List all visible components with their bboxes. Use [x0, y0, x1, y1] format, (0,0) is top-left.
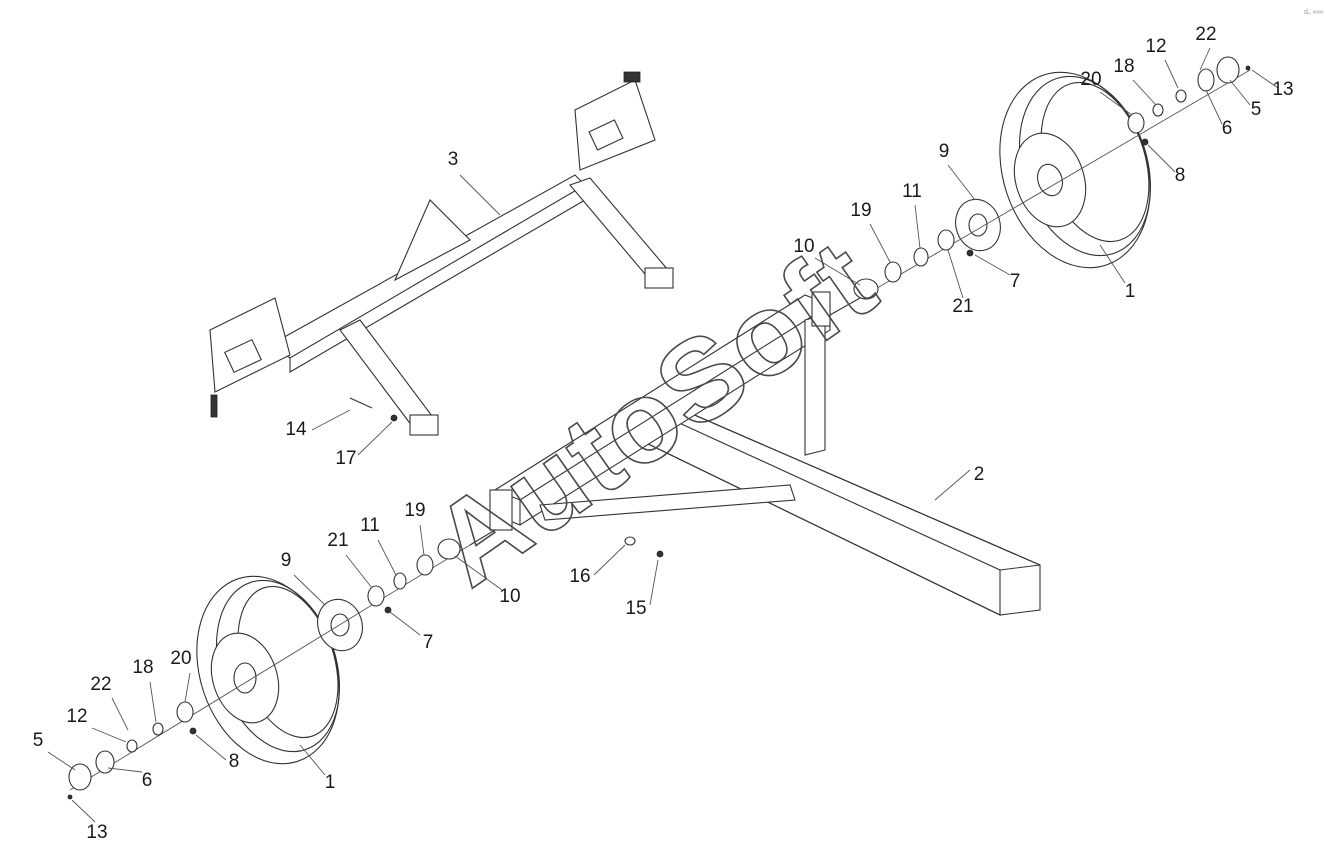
callout-3: 3: [448, 149, 459, 170]
callout-21: 21: [327, 530, 348, 551]
callout-20: 20: [1080, 69, 1101, 90]
callout-9: 9: [281, 550, 292, 571]
callout-22: 22: [90, 674, 111, 695]
callout-6: 6: [142, 770, 153, 791]
callout-14: 14: [285, 419, 307, 440]
callout-16: 16: [569, 566, 590, 587]
callout-13: 13: [1272, 79, 1293, 100]
main-frame-part-2: [469, 291, 1041, 616]
callout-20: 20: [170, 648, 191, 669]
left-wheel-assembly: [67, 538, 471, 800]
callout-21: 21: [952, 296, 973, 317]
loose-hardware: [349, 397, 664, 558]
corner-mark: d₀ ∞∞: [1304, 9, 1323, 16]
callout-5: 5: [33, 730, 44, 751]
callout-10: 10: [793, 236, 814, 257]
callout-10: 10: [499, 586, 520, 607]
callout-1: 1: [1125, 281, 1136, 302]
callout-13: 13: [86, 822, 107, 843]
leader-lines: [47, 47, 1279, 823]
callout-15: 15: [625, 598, 646, 619]
callout-18: 18: [1113, 56, 1134, 77]
callout-22: 22: [1195, 24, 1216, 45]
callout-labels: 1235678910111213141516171819202122156789…: [33, 24, 1294, 843]
callout-12: 12: [1145, 36, 1166, 57]
callout-11: 11: [360, 515, 380, 536]
callout-17: 17: [335, 448, 356, 469]
callout-12: 12: [66, 706, 87, 727]
upper-frame-part-3: [209, 71, 674, 436]
callout-9: 9: [939, 141, 950, 162]
callout-19: 19: [404, 500, 425, 521]
callout-5: 5: [1251, 99, 1262, 120]
callout-18: 18: [132, 657, 153, 678]
callout-6: 6: [1222, 118, 1233, 139]
callout-11: 11: [902, 181, 922, 202]
callout-7: 7: [423, 632, 434, 653]
callout-19: 19: [850, 200, 871, 221]
right-wheel-assembly: [853, 56, 1251, 300]
callout-2: 2: [974, 464, 985, 485]
callout-8: 8: [1175, 165, 1186, 186]
callout-8: 8: [229, 751, 240, 772]
callout-7: 7: [1010, 271, 1021, 292]
callout-1: 1: [325, 772, 336, 793]
